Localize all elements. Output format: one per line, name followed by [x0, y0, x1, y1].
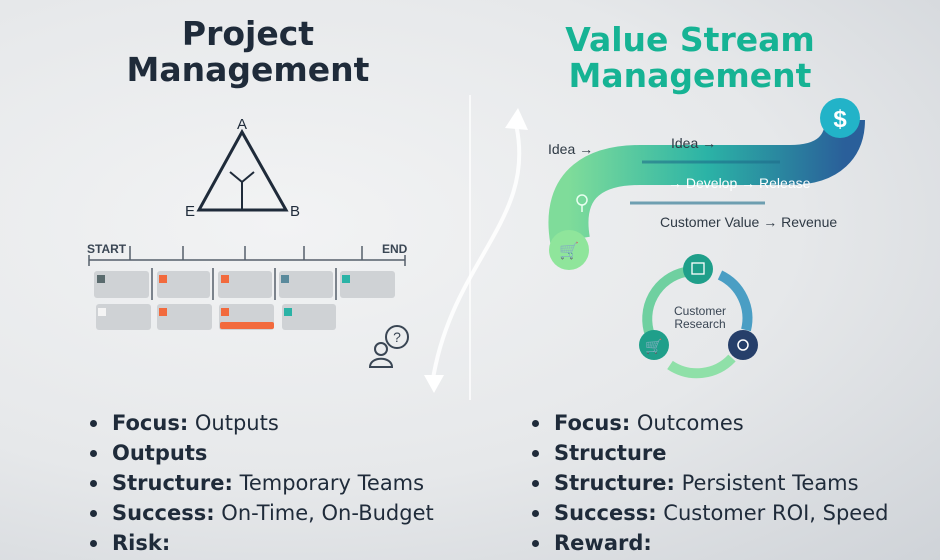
up-arrow-icon	[505, 108, 528, 130]
bullet-value: Customer ROI, Speed	[656, 501, 889, 525]
bullet-value: Outcomes	[630, 411, 744, 435]
vsm-title: Value Stream Management	[565, 20, 815, 95]
bullet-key: Outputs	[112, 441, 208, 465]
list-item: Risk:	[88, 528, 434, 558]
svg-text:🛒: 🛒	[559, 241, 579, 260]
task-cards	[94, 271, 395, 330]
list-item: Focus: Outputs	[88, 408, 434, 438]
person-question-icon: ?	[368, 325, 409, 368]
idea-label-left: Idea →	[548, 141, 593, 157]
bullet-value: Persistent Teams	[674, 471, 859, 495]
list-item: Success: On-Time, On-Budget	[88, 498, 434, 528]
timeline-end-label: END	[382, 242, 408, 256]
svg-text:$: $	[833, 106, 847, 133]
customer-research-cycle: 🛒 Customer Research	[639, 254, 758, 379]
board-icon	[683, 254, 713, 284]
vertex-label-a: A	[237, 116, 247, 133]
develop-release-label: → Develop → Release	[668, 175, 811, 191]
list-item: Structure: Temporary Teams	[88, 468, 434, 498]
bullet-key: Risk:	[112, 531, 171, 555]
timeline-start-label: START	[87, 242, 127, 256]
list-item: Outputs	[88, 438, 434, 468]
dollar-icon	[820, 98, 860, 138]
bullet-value: Temporary Teams	[232, 471, 425, 495]
list-item: Focus: Outcomes	[530, 408, 888, 438]
vertex-label-e: E	[185, 203, 195, 220]
vertex-label-b: B	[290, 203, 300, 220]
bullet-key: Structure:	[112, 471, 233, 495]
svg-text:🛒: 🛒	[645, 338, 662, 355]
center-divider	[424, 95, 528, 400]
svg-text:?: ?	[393, 329, 401, 345]
cart-icon	[549, 230, 589, 270]
bullet-value: Outputs	[188, 411, 279, 435]
list-item: Success: Customer ROI, Speed	[530, 498, 888, 528]
bullet-key: Success:	[554, 501, 657, 525]
down-arrow-icon	[424, 375, 444, 393]
cycle-center-label-2: Research	[674, 317, 725, 331]
bullet-key: Reward:	[554, 531, 652, 555]
list-item: Structure: Persistent Teams	[530, 468, 888, 498]
cart-icon	[639, 330, 669, 360]
iron-triangle: A E B	[185, 116, 300, 220]
list-item: Reward:	[530, 528, 888, 558]
pm-bullet-list: Focus: Outputs Outputs Structure: Tempor…	[88, 408, 434, 558]
value-stream-flow: 🛒 $ Idea → Idea → → Develop → Release Cu…	[548, 98, 865, 270]
bullet-key: Structure	[554, 441, 667, 465]
bullet-key: Structure:	[554, 471, 675, 495]
team-icon	[728, 330, 758, 360]
bullet-key: Focus:	[554, 411, 631, 435]
cycle-center-label-1: Customer	[674, 304, 726, 318]
bullet-key: Success:	[112, 501, 215, 525]
lightbulb-icon	[576, 194, 588, 212]
vsm-bullet-list: Focus: Outcomes Structure Structure: Per…	[530, 408, 888, 558]
timeline: START END	[87, 242, 408, 330]
bullet-value: On-Time, On-Budget	[214, 501, 434, 525]
bullet-key: Focus:	[112, 411, 189, 435]
customer-value-label: Customer Value → Revenue	[660, 214, 837, 230]
list-item: Structure	[530, 438, 888, 468]
idea-label-top: Idea →	[671, 135, 716, 151]
pm-title: Project Management	[126, 14, 370, 89]
